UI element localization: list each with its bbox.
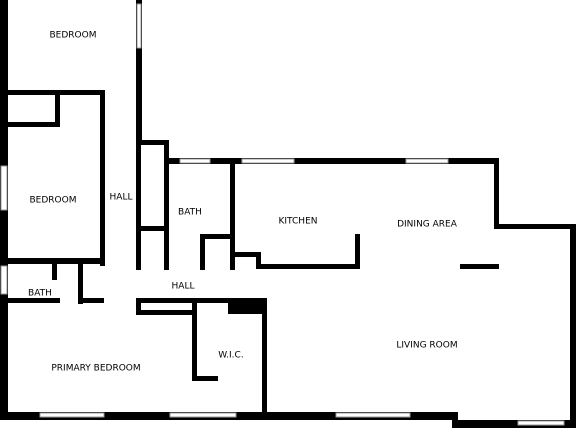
label-wic: W.I.C. [218,351,243,361]
wall-bath-left [164,160,169,270]
label-living-room: LIVING ROOM [396,341,457,351]
window-kitchen [241,158,295,164]
label-kitchen: KITCHEN [279,217,318,227]
wall-hall-lower-v [136,298,141,314]
wall-bath-left-v2 [78,260,83,304]
window-dining [405,158,449,164]
wall-closet-right [100,90,105,126]
wall-wic-block [228,300,266,314]
wall-bedroom-top-right [136,0,142,145]
label-bedroom-mid: BEDROOM [30,196,77,206]
wall-dining-top [168,158,499,164]
window-primary-b [169,412,237,418]
windows [0,3,565,426]
label-bath-left: BATH [28,289,52,299]
window-primary-a [39,412,105,418]
label-dining-area: DINING AREA [397,220,458,230]
wall-bath-inner-left [200,234,205,270]
label-bath-center: BATH [178,208,202,218]
wall-hall-lower [136,298,266,303]
wall-dining-right [494,158,499,228]
wall-kitchen-counter-v [256,252,261,268]
wall-hall-right [136,140,141,270]
wall-kitchen-island [256,264,360,269]
wall-bath-left-v1 [52,260,57,280]
wall-living-top-right [494,224,576,229]
window-living-b [517,420,565,426]
wall-kitchen-island-v [355,234,360,269]
wall-closet-hall [136,226,168,231]
wall-step-top [136,140,168,145]
window-living-a [335,412,411,418]
wall-bath-inner-top [200,234,235,239]
wall-dining-divider [460,264,499,269]
wall-closet-top [0,90,104,95]
room-labels: BEDROOM BEDROOM HALL BATH KITCHEN DINING… [28,31,458,374]
window-bedroom-mid [0,165,8,211]
wall-bedroom-mid-right [100,122,105,266]
wall-bottom-step [452,420,576,428]
window-bedroom-top [136,3,142,49]
label-primary-bedroom: PRIMARY BEDROOM [51,364,140,374]
wall-closet-divider [55,90,60,126]
wall-wic-right [262,298,267,420]
wall-bedroom-mid-top [0,122,60,127]
label-hall-horizontal: HALL [172,282,195,292]
wall-bath-left-top-a [0,258,25,264]
wall-wic-left [192,298,197,380]
wall-primary-top [136,310,194,315]
window-bath-left [0,265,8,295]
wall-wic-bottom [192,376,218,381]
wall-bath-left-bottom-b [82,298,104,303]
wall-step-vertical [164,140,169,164]
label-bedroom-top: BEDROOM [50,31,97,41]
wall-bath-right [230,158,235,270]
wall-bath-left-bottom [0,298,60,303]
wall-right-exterior [570,226,576,428]
window-bath-center [179,158,211,164]
wall-kitchen-counter [232,252,260,257]
label-hall-vertical: HALL [110,193,133,203]
